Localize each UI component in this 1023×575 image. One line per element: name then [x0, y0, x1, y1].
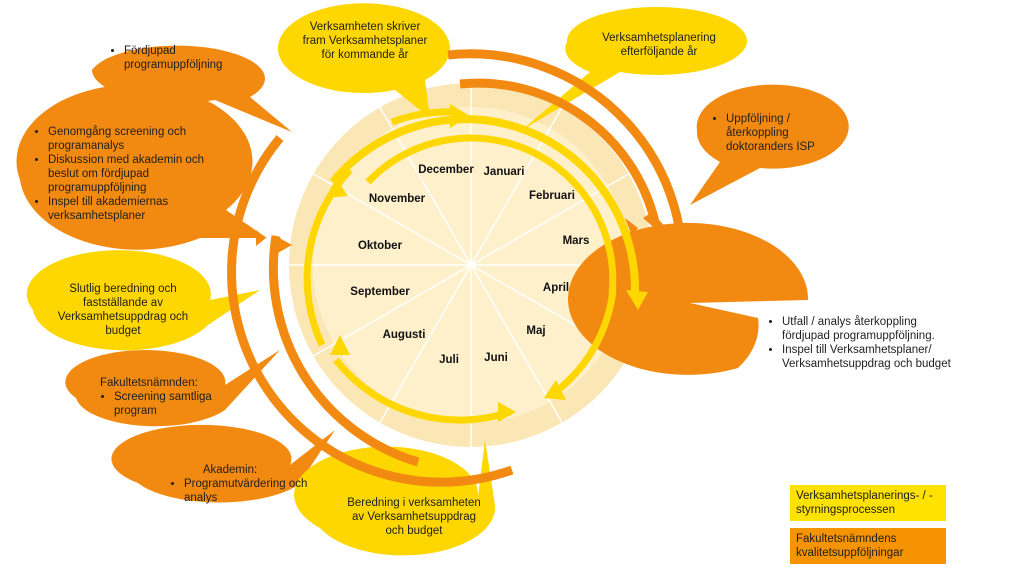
bubble-akademin-item: Programutvärdering och analys: [184, 477, 320, 505]
bubble-utfall-shape: [568, 222, 809, 375]
bubble-genomgang-item-3: Inspel till akademiernas verksamhetsplan…: [48, 195, 234, 223]
bubble-beredning: Beredning i verksamheten av Verksamhetsu…: [347, 497, 481, 537]
yellow-arrowhead-top: [450, 104, 470, 128]
bubble-utfall-item-1: Utfall / analys återkoppling fördjupad p…: [782, 315, 963, 343]
bubble-genomgang-item-1: Genomgång screening och programanalys: [48, 125, 234, 153]
bubble-utfall: Utfall / analys återkoppling fördjupad p…: [768, 315, 963, 371]
month-april: April: [542, 282, 570, 294]
orange-arrowheads: [256, 212, 689, 332]
month-januari: Januari: [483, 166, 525, 178]
month-maj: Maj: [526, 325, 546, 337]
yellow-arc-outer: [329, 115, 640, 293]
yellow-arrowheads: [326, 104, 648, 422]
bubble-fordjupad-shape: [92, 45, 292, 132]
legend-orange: Fakultetsnämndens kvalitetsuppföljningar: [790, 528, 946, 564]
month-juni: Juni: [484, 352, 508, 364]
month-mars: Mars: [562, 235, 590, 247]
bubble-fakultetsnamnden-item: Screening samtliga program: [114, 390, 240, 418]
bubble-verksamheten: Verksamheten skriver fram Verksamhetspla…: [302, 21, 428, 61]
bubble-fordjupad-item: Fördjupad programuppföljning: [124, 44, 250, 72]
month-oktober: Oktober: [357, 240, 403, 252]
orange-arc-top-inner: [459, 78, 660, 224]
legend-yellow: Verksamhetsplanerings- / -styrningsproce…: [790, 485, 946, 521]
bubble-verksamheten-shape: [277, 3, 450, 118]
orange-arc-left-inner: [268, 235, 420, 467]
month-augusti: Augusti: [382, 329, 426, 341]
bubble-utfall-item-2: Inspel till Verksamhetsplaner/ Verksamhe…: [782, 343, 963, 371]
yellow-arc-right-lower: [555, 289, 617, 393]
orange-cycle-arcs: [227, 49, 688, 487]
bubble-fakultetsnamnden-heading: Fakultetsnämnden:: [100, 377, 198, 389]
bubble-uppfoljning-item: Uppföljning / återkoppling doktoranders …: [726, 112, 842, 154]
bubble-genomgang: Genomgång screening och programanalys Di…: [34, 125, 234, 223]
orange-arrowhead-1: [643, 212, 668, 233]
bubble-planering: Verksamhetsplanering efterföljande år: [602, 32, 716, 58]
bubble-fordjupad: Fördjupad programuppföljning: [110, 44, 250, 72]
bubble-shapes: [16, 3, 849, 556]
bubble-fakultetsnamnden-shape: [65, 350, 281, 427]
orange-arrowhead-5: [274, 235, 292, 255]
orange-arc-left-outer: [227, 135, 514, 487]
yellow-arrowhead-bottom: [498, 402, 516, 422]
orange-arc-top-outer: [447, 49, 688, 311]
bubble-genomgang-item-2: Diskussion med akademin och beslut om fö…: [48, 153, 234, 195]
yellow-arc-inner: [365, 134, 617, 296]
yellow-arc-bottom: [333, 357, 512, 424]
orange-arrowhead-4: [648, 302, 664, 318]
bubble-uppfoljning: Uppföljning / återkoppling doktoranders …: [712, 112, 842, 154]
yellow-arrowhead-right-lower: [544, 380, 566, 400]
bubble-akademin-shape: [111, 424, 335, 503]
bubble-beredning-shape: [294, 440, 496, 556]
yellow-arrowhead-left: [330, 335, 350, 355]
yellow-arrowhead-right: [626, 290, 648, 310]
month-divider: [470, 107, 563, 266]
bubble-fakultetsnamnden: Fakultetsnämnden: Screening samtliga pro…: [100, 376, 240, 418]
bubble-slutlig: Slutlig beredning och fastställande av V…: [57, 283, 189, 337]
bubble-slutlig-shape: [26, 250, 261, 351]
orange-arrowhead-6: [256, 230, 266, 246]
month-september: September: [350, 286, 410, 298]
month-juli: Juli: [439, 354, 459, 366]
orange-arrowhead-3: [667, 310, 689, 332]
bubble-planering-shape: [522, 6, 747, 130]
month-divider: [379, 264, 472, 423]
month-februari: Februari: [528, 190, 576, 202]
yellow-arrowhead-left-top: [326, 178, 348, 198]
bubble-akademin: Akademin: Programutvärdering och analys: [170, 463, 320, 505]
orange-arrowhead-2: [625, 218, 638, 236]
bubble-genomgang-shape: [16, 84, 268, 250]
bubble-uppfoljning-shape: [690, 84, 849, 205]
bubble-akademin-heading: Akademin:: [202, 464, 258, 476]
month-november: November: [368, 193, 426, 205]
month-december: December: [418, 164, 474, 176]
